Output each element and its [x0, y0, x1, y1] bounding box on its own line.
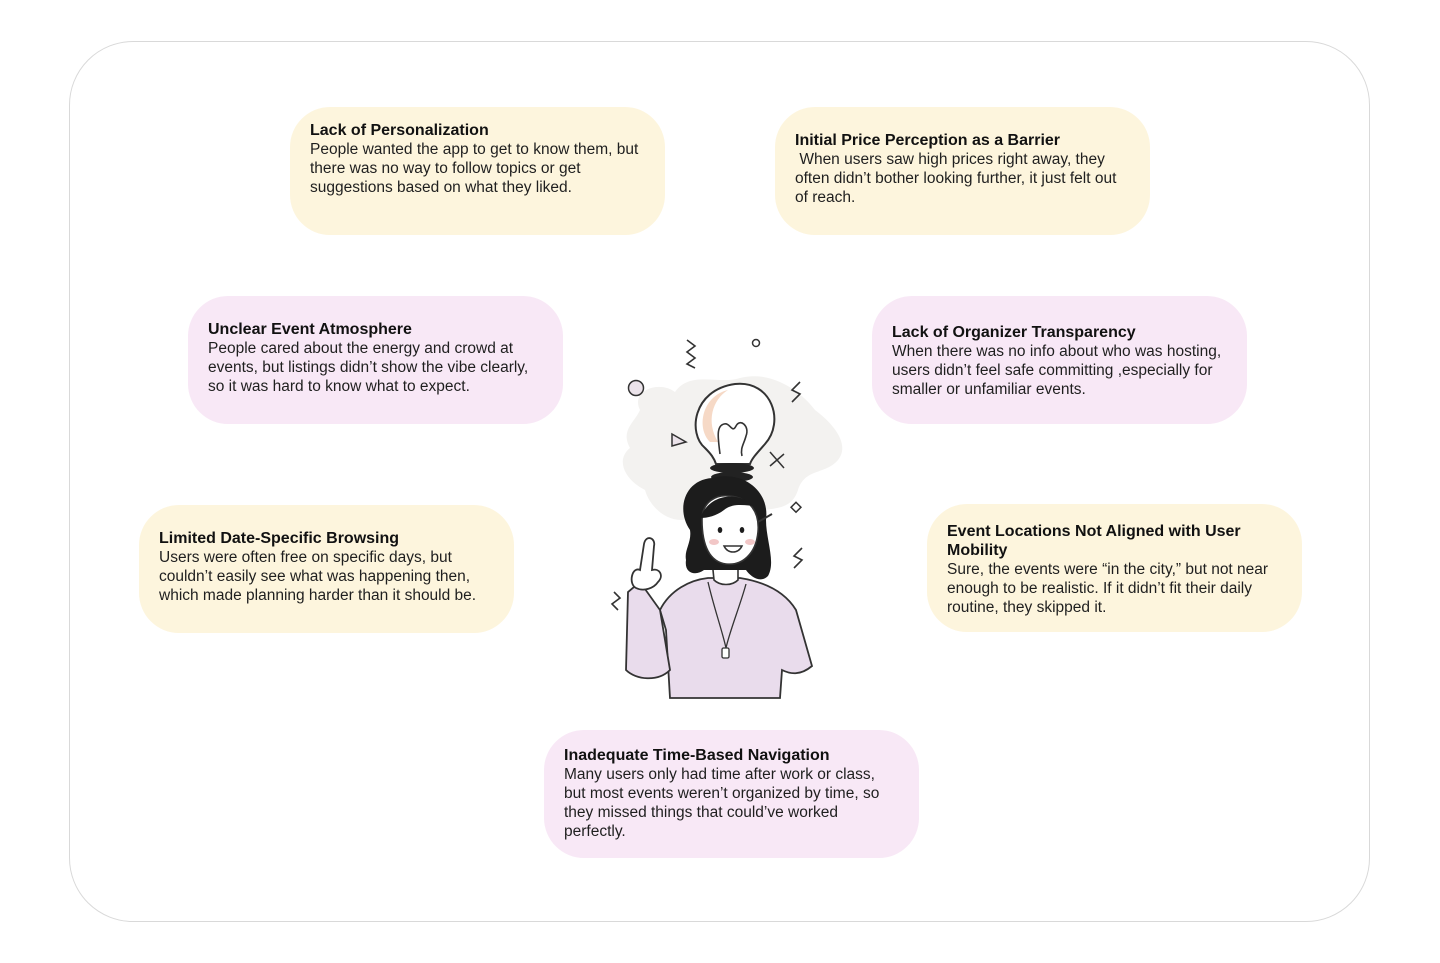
woman-smile [722, 545, 744, 553]
woman-arm [625, 580, 671, 680]
card-title: Lack of Organizer Transparency [892, 324, 1136, 341]
bulb-glow [702, 390, 728, 442]
woman-with-idea-lightbulb-icon [610, 338, 843, 699]
cross-mark [769, 451, 785, 469]
card-title: Inadequate Time-Based Navigation [564, 747, 830, 764]
zigzag-mark [685, 339, 697, 369]
woman-cheek [745, 539, 755, 545]
woman-bangs [700, 496, 758, 518]
card-body: When users saw high prices right away, t… [795, 151, 1121, 206]
pain-point-card-personalization: Lack of Personalization People wanted th… [290, 107, 665, 235]
zigzag-mark [792, 547, 804, 569]
bulb-filament [717, 421, 748, 457]
card-title: Initial Price Perception as a Barrier [795, 132, 1061, 149]
pain-point-card-organizer-transparency: Lack of Organizer Transparency When ther… [872, 296, 1247, 424]
necklace-pendant [721, 647, 730, 659]
card-title: Unclear Event Atmosphere [208, 321, 412, 338]
card-title: Event Locations Not Aligned with User Mo… [947, 523, 1241, 559]
pain-point-card-event-locations: Event Locations Not Aligned with User Mo… [927, 504, 1302, 632]
woman-shirt [659, 577, 814, 699]
pain-point-card-price-perception: Initial Price Perception as a Barrier Wh… [775, 107, 1150, 235]
pencil-mark [757, 513, 773, 523]
bulb-base-ring [710, 463, 754, 473]
card-body: Sure, the events were “in the city,” but… [947, 561, 1273, 616]
woman-hand [630, 537, 662, 591]
diamond-mark [789, 501, 803, 514]
card-body: People cared about the energy and crowd … [208, 340, 533, 395]
woman-cheek [709, 539, 719, 545]
woman-eye [717, 527, 723, 533]
card-body: When there was no info about who was hos… [892, 343, 1226, 398]
triangle-mark [671, 432, 688, 447]
zigzag-mark [610, 591, 622, 611]
card-title: Limited Date-Specific Browsing [159, 530, 400, 547]
pain-point-card-event-atmosphere: Unclear Event Atmosphere People cared ab… [188, 296, 563, 424]
pain-point-card-time-navigation: Inadequate Time-Based Navigation Many us… [544, 730, 919, 858]
circle-mark [751, 338, 761, 348]
pain-point-card-date-browsing: Limited Date-Specific Browsing Users wer… [139, 505, 514, 633]
card-body: People wanted the app to get to know the… [310, 141, 643, 196]
circle-mark [627, 379, 645, 397]
card-body: Many users only had time after work or c… [564, 766, 884, 840]
card-title: Lack of Personalization [310, 122, 489, 139]
zigzag-mark [790, 381, 802, 403]
card-body: Users were often free on specific days, … [159, 549, 477, 604]
woman-eye [739, 527, 745, 533]
